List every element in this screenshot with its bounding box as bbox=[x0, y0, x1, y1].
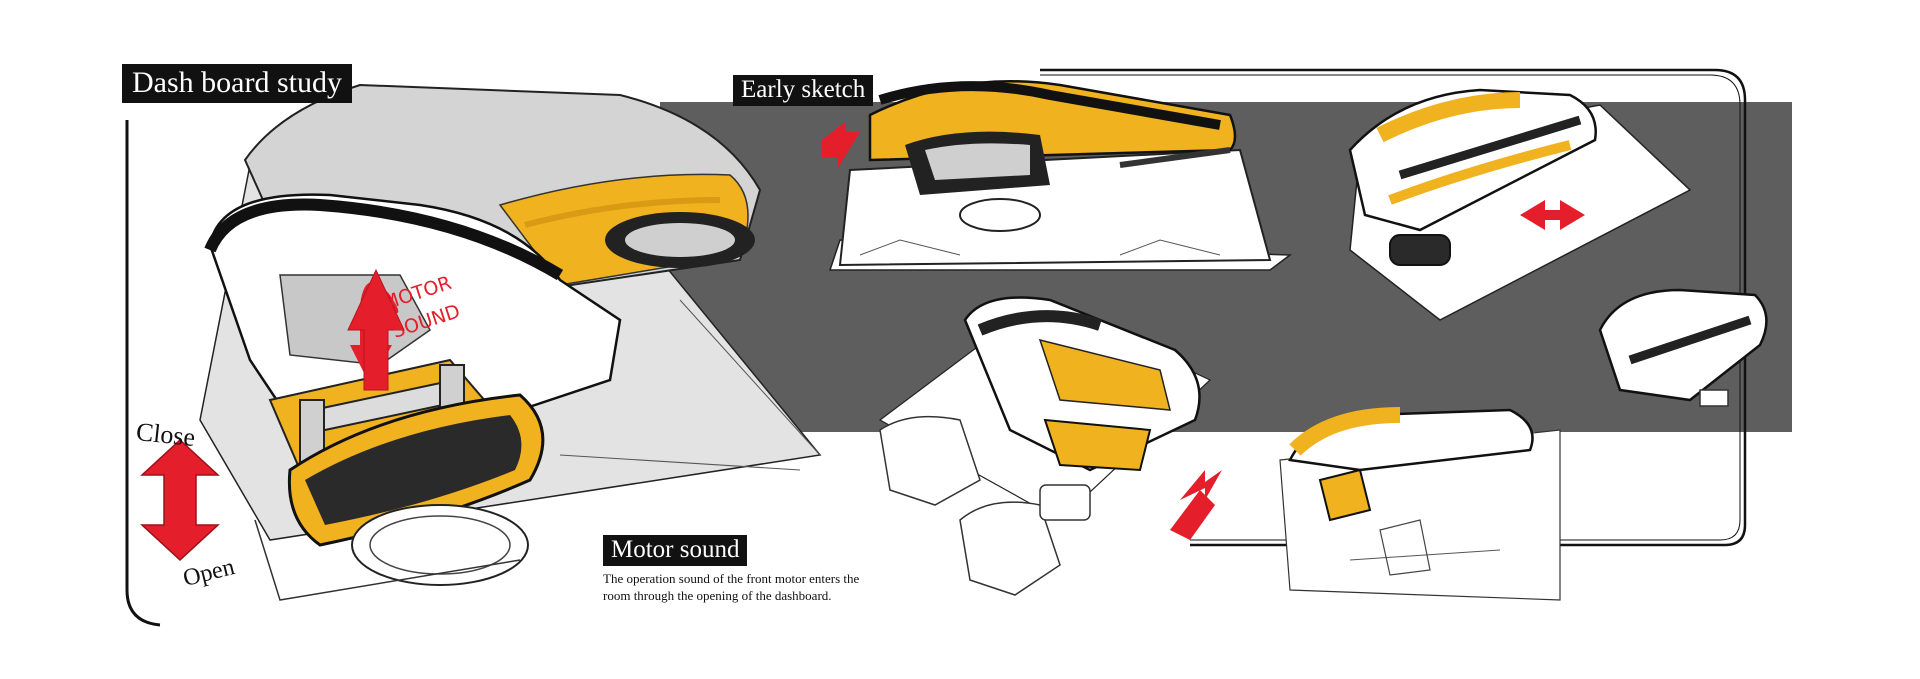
motor-sound-caption: The operation sound of the front motor e… bbox=[603, 571, 860, 603]
main-dashboard-sketch bbox=[140, 83, 822, 601]
early-sketch-1 bbox=[822, 80, 1293, 271]
early-sketch-4 bbox=[1279, 407, 1561, 601]
early-sketch-3 bbox=[878, 296, 1222, 596]
early-sketch-5 bbox=[1598, 288, 1768, 407]
motor-sound-title: Motor sound bbox=[603, 535, 748, 566]
left-frame bbox=[125, 120, 161, 627]
close-label: Close bbox=[134, 416, 197, 453]
dashboard-study-title: Dash board study bbox=[122, 64, 352, 103]
early-sketch-title: Early sketch bbox=[733, 75, 874, 106]
early-sketch-2 bbox=[1348, 88, 1692, 321]
